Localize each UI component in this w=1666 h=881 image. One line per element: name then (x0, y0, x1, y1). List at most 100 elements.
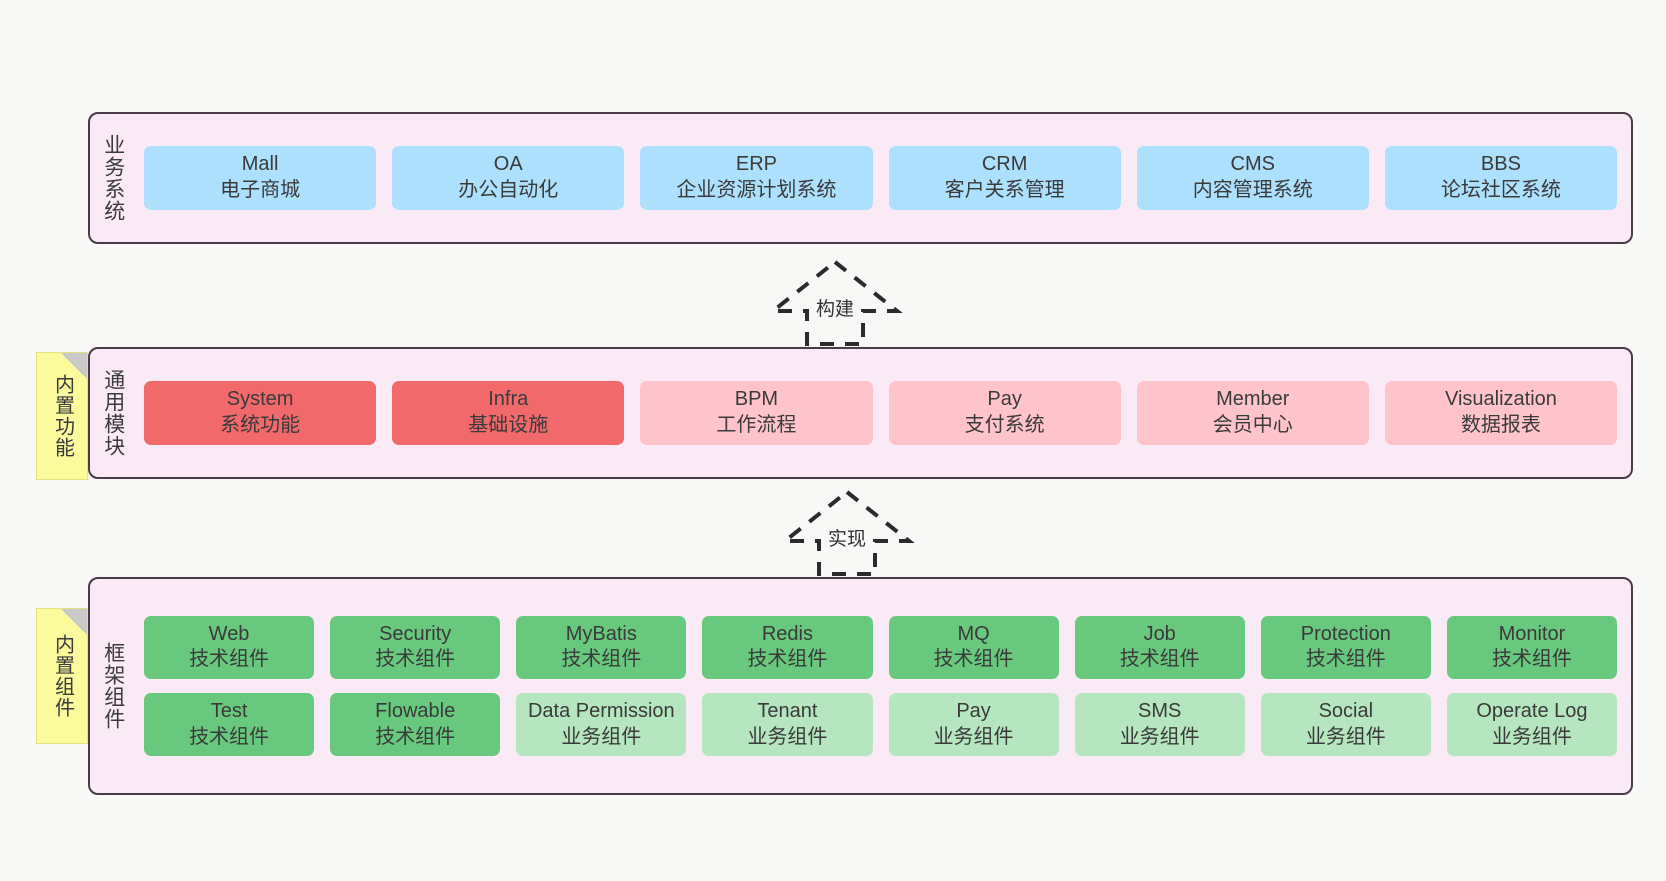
card-name: Operate Log (1476, 700, 1588, 722)
card-mq[interactable]: MQ 技术组件 (888, 615, 1059, 679)
card-name: MyBatis (565, 622, 637, 645)
card-name: SMS (1138, 700, 1182, 722)
card-data-permission[interactable]: Data Permission 业务组件 (516, 693, 687, 757)
layer-body-framework-component: Web 技术组件 Security 技术组件 MyBatis 技术组件 Redi… (136, 579, 1631, 793)
arrow-implement-label: 实现 (825, 524, 869, 551)
card-mybatis[interactable]: MyBatis 技术组件 (516, 615, 687, 679)
card-name: MQ (957, 622, 990, 645)
card-desc: 业务组件 (1491, 725, 1572, 748)
card-desc: 论坛社区系统 (1440, 179, 1561, 201)
card-desc: 数据报表 (1460, 414, 1541, 436)
card-name: BBS (1480, 153, 1521, 176)
card-member[interactable]: Member 会员中心 (1136, 381, 1369, 445)
card-desc: 办公自动化 (458, 179, 559, 201)
arrow-build-shape (767, 259, 903, 346)
card-erp[interactable]: ERP 企业资源计划系统 (640, 146, 873, 210)
card-tenant[interactable]: Tenant 业务组件 (702, 693, 873, 757)
card-protection[interactable]: Protection 技术组件 (1260, 615, 1431, 679)
card-desc: 会员中心 (1212, 414, 1293, 436)
card-desc: 工作流程 (716, 414, 797, 436)
card-pay[interactable]: Pay 支付系统 (888, 381, 1121, 445)
card-flowable[interactable]: Flowable 技术组件 (330, 693, 501, 757)
card-desc: 系统功能 (220, 414, 301, 436)
card-desc: 业务组件 (747, 725, 828, 748)
card-name: Infra (488, 388, 529, 411)
card-test[interactable]: Test 技术组件 (144, 693, 315, 757)
card-name: Pay (956, 700, 991, 722)
card-monitor[interactable]: Monitor 技术组件 (1446, 615, 1617, 679)
card-visualization[interactable]: Visualization 数据报表 (1384, 381, 1618, 445)
card-name: CMS (1230, 153, 1275, 176)
card-desc: 业务组件 (933, 725, 1014, 748)
card-system[interactable]: System 系统功能 (144, 381, 377, 445)
card-name: BPM (734, 388, 779, 411)
card-cms[interactable]: CMS 内容管理系统 (1136, 146, 1369, 210)
card-name: Job (1143, 622, 1176, 645)
layer-body-common-module: System 系统功能 Infra 基础设施 BPM 工作流程 Pay 支付系统… (136, 349, 1631, 477)
card-crm[interactable]: CRM 客户关系管理 (888, 146, 1121, 210)
card-name: Member (1216, 388, 1290, 411)
card-name: Pay (987, 388, 1022, 411)
layer-title-common-module: 通用模块 (101, 369, 125, 457)
card-desc: 内容管理系统 (1192, 179, 1313, 201)
card-oa[interactable]: OA 办公自动化 (392, 146, 625, 210)
layer-title-business-system: 业务系统 (101, 134, 125, 222)
card-desc: 技术组件 (189, 725, 270, 748)
card-sms[interactable]: SMS 业务组件 (1074, 693, 1245, 757)
note-fold-corner-icon (61, 353, 87, 379)
note-builtin-features: 内置功能 (36, 352, 88, 480)
card-name: System (226, 388, 294, 411)
card-name: Test (210, 700, 248, 722)
card-desc: 支付系统 (964, 414, 1045, 436)
card-desc: 技术组件 (1491, 648, 1572, 671)
card-name: Tenant (757, 700, 818, 722)
card-infra[interactable]: Infra 基础设施 (392, 381, 625, 445)
card-desc: 技术组件 (561, 648, 642, 671)
card-desc: 业务组件 (1119, 725, 1200, 748)
card-desc: 基础设施 (468, 414, 549, 436)
card-name: Visualization (1444, 388, 1557, 411)
note-fold-corner-icon (61, 609, 87, 635)
card-desc: 企业资源计划系统 (676, 179, 837, 201)
card-name: Data Permission (527, 700, 675, 722)
layer-business-system: 业务系统 Mall 电子商城 OA 办公自动化 ERP 企业资源计划系统 CRM… (88, 112, 1633, 244)
card-desc: 技术组件 (375, 648, 456, 671)
card-name: Security (379, 622, 452, 645)
card-row: Mall 电子商城 OA 办公自动化 ERP 企业资源计划系统 CRM 客户关系… (144, 146, 1618, 210)
card-desc: 业务组件 (561, 725, 642, 748)
card-social[interactable]: Social 业务组件 (1260, 693, 1431, 757)
card-redis[interactable]: Redis 技术组件 (702, 615, 873, 679)
card-name: Monitor (1498, 622, 1566, 645)
card-bpm[interactable]: BPM 工作流程 (640, 381, 873, 445)
note-builtin-features-label: 内置功能 (51, 374, 74, 458)
card-desc: 技术组件 (375, 725, 456, 748)
layer-body-business-system: Mall 电子商城 OA 办公自动化 ERP 企业资源计划系统 CRM 客户关系… (136, 114, 1631, 242)
card-web[interactable]: Web 技术组件 (144, 615, 315, 679)
card-desc: 技术组件 (1305, 648, 1386, 671)
card-security[interactable]: Security 技术组件 (330, 615, 501, 679)
card-bbs[interactable]: BBS 论坛社区系统 (1384, 146, 1618, 210)
layer-title-framework-component: 框架组件 (101, 642, 125, 730)
note-builtin-components: 内置组件 (36, 608, 88, 744)
card-pay-business[interactable]: Pay 业务组件 (888, 693, 1059, 757)
card-row: System 系统功能 Infra 基础设施 BPM 工作流程 Pay 支付系统… (144, 381, 1618, 445)
card-desc: 技术组件 (1119, 648, 1200, 671)
card-desc: 技术组件 (933, 648, 1014, 671)
layer-framework-component: 框架组件 Web 技术组件 Security 技术组件 MyBatis 技术组件… (88, 577, 1633, 795)
card-desc: 电子商城 (220, 179, 301, 201)
card-name: Redis (761, 622, 813, 645)
card-job[interactable]: Job 技术组件 (1074, 615, 1245, 679)
card-name: Protection (1300, 622, 1391, 645)
card-desc: 技术组件 (189, 648, 270, 671)
arrow-implement-shape (779, 489, 915, 576)
card-desc: 业务组件 (1305, 725, 1386, 748)
card-name: CRM (981, 153, 1028, 176)
card-desc: 技术组件 (747, 648, 828, 671)
card-operate-log[interactable]: Operate Log 业务组件 (1446, 693, 1617, 757)
card-mall[interactable]: Mall 电子商城 (144, 146, 377, 210)
card-row: Web 技术组件 Security 技术组件 MyBatis 技术组件 Redi… (144, 615, 1617, 679)
card-name: Web (208, 622, 250, 645)
card-name: Flowable (375, 700, 456, 722)
card-name: ERP (735, 153, 777, 176)
